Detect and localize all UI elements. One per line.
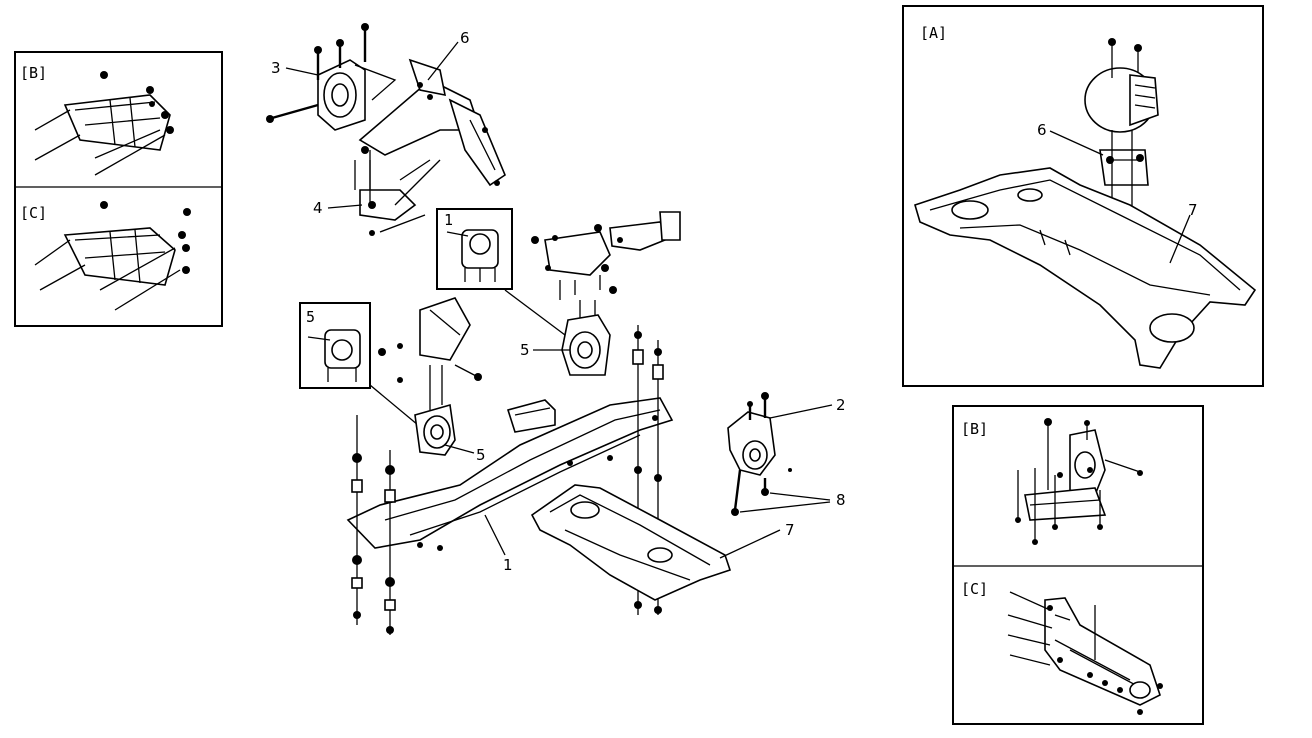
inset-5-label: 5: [306, 308, 315, 326]
inset-1-label: 1: [444, 211, 453, 229]
left-panel-c-label: [C]: [20, 204, 47, 222]
callout-5-lower: 5: [476, 446, 486, 464]
mount-2-assembly: 2 8: [727, 392, 846, 516]
left-panel-b-label: [B]: [20, 64, 47, 82]
right-panel-a: [A] 6 7: [902, 5, 1264, 387]
right-panel-b-label: [B]: [961, 420, 988, 438]
lower-mount-5-assembly: 5: [378, 297, 486, 464]
callout-3: 3: [271, 59, 281, 77]
inset-5: 5: [299, 302, 419, 426]
right-c-bracket-drawing: [1007, 591, 1163, 715]
left-b-bracket-drawing: [34, 71, 174, 176]
callout-7-panel-a: 7: [1188, 201, 1198, 219]
crossmember-damper: [506, 399, 556, 433]
inset-1: 1: [436, 208, 566, 336]
right-panel-a-label: [A]: [920, 24, 947, 42]
right-b-mount-drawing: [1015, 418, 1143, 545]
callout-6-top: 6: [460, 29, 470, 47]
callout-1: 1: [503, 556, 513, 574]
bracket-4-body: [359, 189, 417, 221]
right-panel-bc: [B] [C]: [952, 405, 1204, 725]
callout-8: 8: [836, 491, 846, 509]
front-member-7: 7: [530, 484, 795, 601]
left-detail-panel: [B] [C]: [14, 51, 223, 327]
crossmember-1: 1: [346, 397, 674, 574]
callout-4: 4: [313, 199, 323, 217]
top-mount-assembly: 3 6 4: [266, 23, 506, 236]
left-c-bracket-drawing: [34, 201, 191, 311]
left-bolt-stacks: [351, 415, 396, 635]
callout-2-right: 2: [836, 396, 846, 414]
left-panel-frame: [14, 51, 223, 327]
upper-mount-5-assembly: 5: [520, 211, 681, 376]
callout-5-upper: 5: [520, 341, 530, 359]
callout-6-panel-a: 6: [1037, 121, 1047, 139]
right-panel-c-label: [C]: [961, 580, 988, 598]
callout-7-main: 7: [785, 521, 795, 539]
